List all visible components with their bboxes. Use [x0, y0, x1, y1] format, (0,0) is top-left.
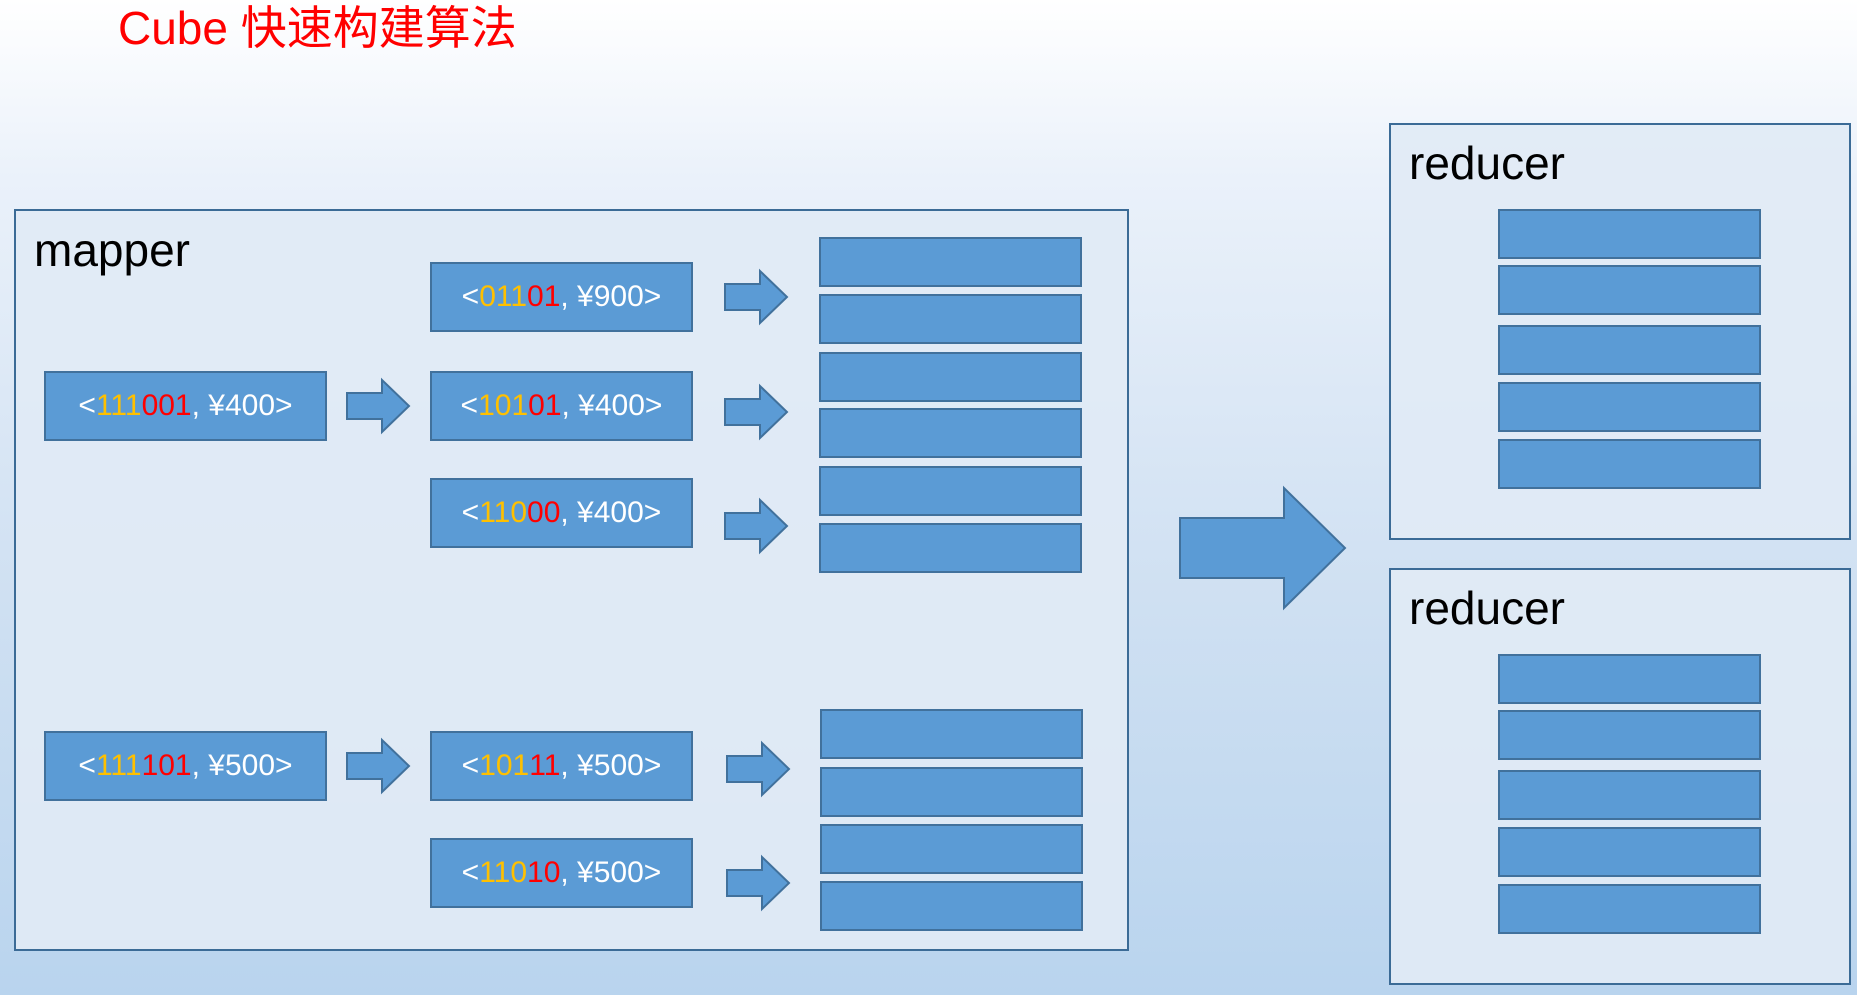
cuboid-bar	[1498, 325, 1761, 375]
page-title: Cube 快速构建算法	[118, 2, 517, 54]
right-arrow-icon	[724, 268, 789, 326]
record-open: <	[78, 389, 96, 422]
record-value: , ¥900>	[560, 280, 662, 313]
cuboid-bar	[819, 352, 1082, 402]
cuboid-bar	[1498, 770, 1761, 820]
record-key-red: 11	[529, 749, 561, 782]
record-key-red: 001	[141, 389, 192, 422]
record-value: , ¥400>	[561, 389, 663, 422]
cuboid-bar	[819, 237, 1082, 287]
cuboid-bar	[1498, 439, 1761, 489]
right-arrow-icon	[726, 740, 791, 798]
right-arrow-icon	[724, 383, 789, 441]
record-key-red: 01	[528, 389, 562, 422]
cuboid-bar	[1498, 382, 1761, 432]
cuboid-bar	[820, 824, 1083, 874]
cuboid-bar	[1498, 209, 1761, 259]
cuboid-bar	[819, 466, 1082, 516]
record-value: , ¥500>	[191, 749, 293, 782]
cuboid-bar	[1498, 654, 1761, 704]
cuboid-bar	[1498, 710, 1761, 760]
record-key-yellow: 101	[478, 389, 529, 422]
cuboid-bar	[819, 523, 1082, 573]
record-open: <	[461, 749, 480, 782]
record-key-red: 101	[141, 749, 192, 782]
record-key-yellow: 101	[479, 749, 530, 782]
cuboid-bar	[1498, 884, 1761, 934]
record-key-yellow: 110	[479, 856, 528, 889]
record-open: <	[461, 496, 480, 529]
record-value: , ¥500>	[560, 749, 662, 782]
right-arrow-icon	[346, 737, 411, 795]
record-key-yellow: 111	[95, 389, 142, 422]
record-open: <	[461, 280, 480, 313]
record-open: <	[460, 389, 479, 422]
record-key-red: 00	[527, 496, 561, 529]
record-key-yellow: 111	[95, 749, 142, 782]
reducer-label: reducer	[1409, 137, 1565, 189]
cuboid-bar	[820, 709, 1083, 759]
reducer-label: reducer	[1409, 582, 1565, 634]
right-arrow-icon	[346, 377, 411, 435]
cuboid-bar	[820, 767, 1083, 817]
mapper-label: mapper	[34, 224, 190, 276]
record-key-red: 10	[527, 856, 561, 889]
right-arrow-icon	[724, 497, 789, 555]
cuboid-bar	[819, 408, 1082, 458]
record-value: , ¥400>	[560, 496, 662, 529]
big-right-arrow-icon	[1179, 485, 1347, 611]
record-value: , ¥500>	[560, 856, 662, 889]
cuboid-bar	[1498, 265, 1761, 315]
cuboid-bar	[820, 881, 1083, 931]
record-open: <	[78, 749, 96, 782]
record-key-red: 01	[527, 280, 561, 313]
record-key-yellow: 011	[479, 280, 528, 313]
cuboid-bar	[819, 294, 1082, 344]
record-key-yellow: 110	[479, 496, 528, 529]
cuboid-bar	[1498, 827, 1761, 877]
right-arrow-icon	[726, 854, 791, 912]
record-value: , ¥400>	[191, 389, 293, 422]
record-open: <	[461, 856, 480, 889]
